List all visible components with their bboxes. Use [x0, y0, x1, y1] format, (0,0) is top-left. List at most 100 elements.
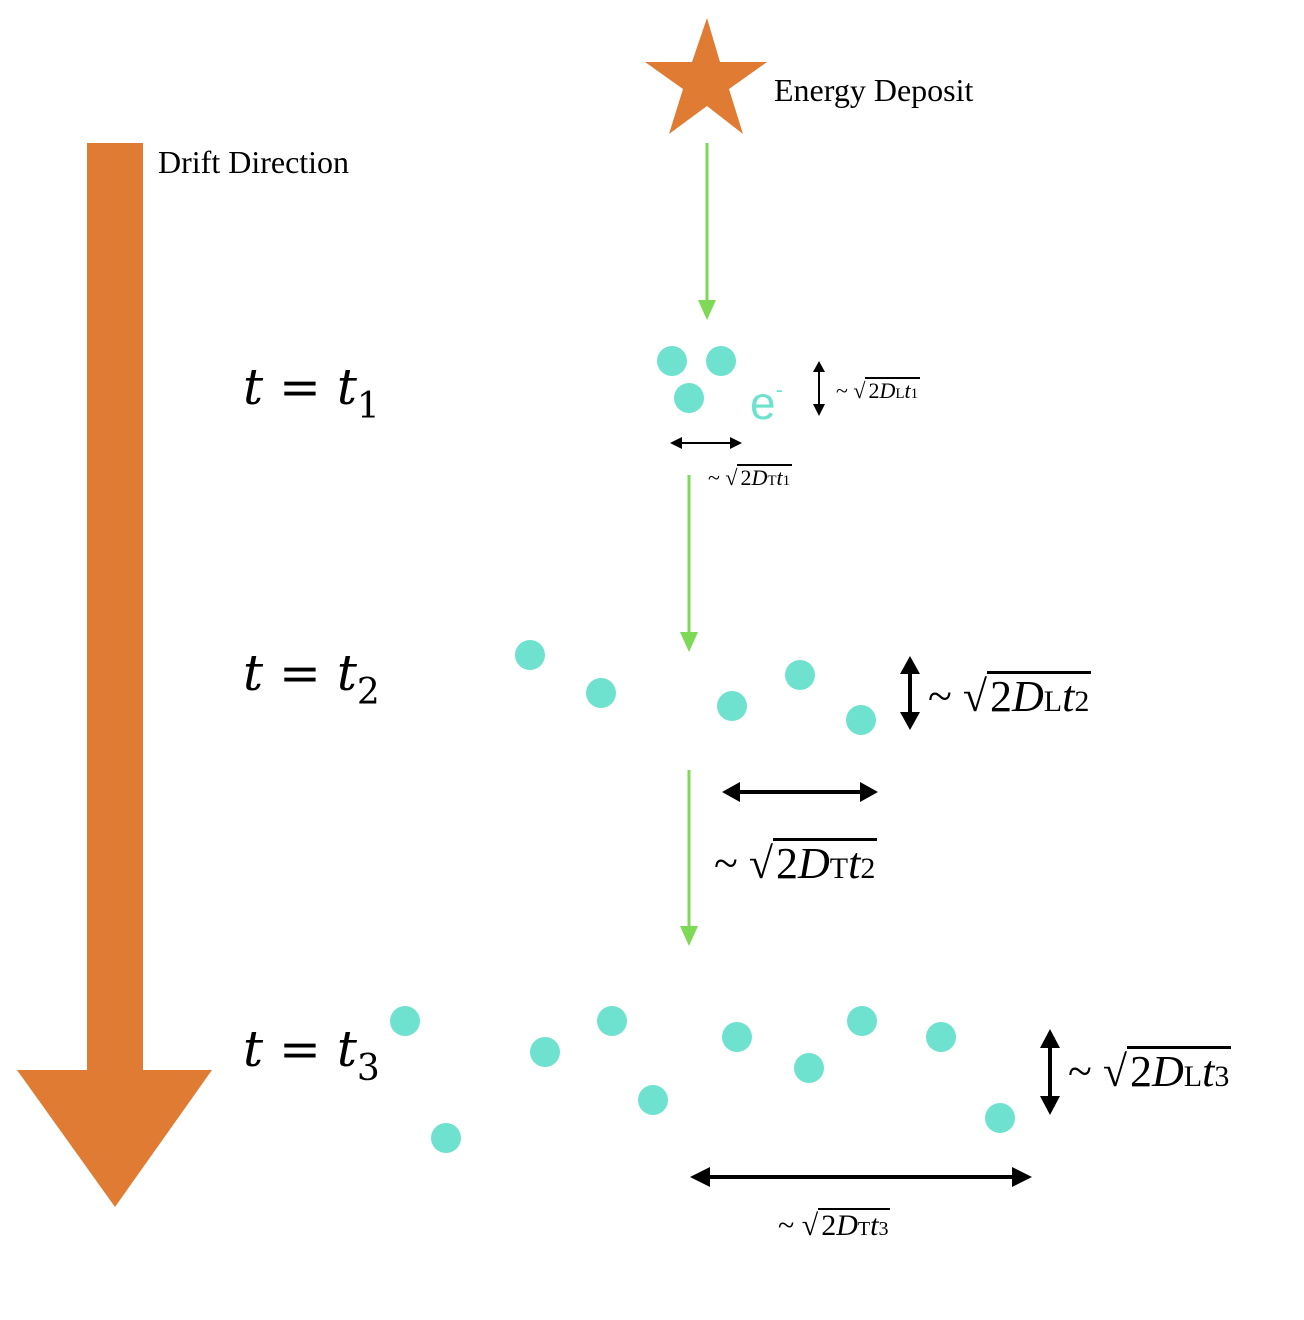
- diffusion-symbol: D: [751, 465, 768, 490]
- time-index: 2: [356, 672, 380, 713]
- longitudinal-spread-arrow-t2: [900, 656, 920, 730]
- diffusion-symbol: D: [1011, 672, 1044, 721]
- diffusion-symbol: D: [879, 378, 896, 403]
- electron-dot: [794, 1053, 824, 1083]
- diffusion-subscript: L: [895, 386, 905, 402]
- electron-dot: [785, 660, 815, 690]
- sqrt-icon: √: [962, 672, 987, 721]
- electron-charge: -: [775, 377, 783, 402]
- transverse-spread-formula-t2: ~ √2DTt2: [714, 838, 878, 888]
- tilde: ~: [836, 378, 848, 403]
- time-symbol: t: [336, 358, 357, 416]
- sqrt-icon: √: [748, 839, 773, 888]
- time-var: t: [243, 358, 264, 416]
- sqrt-icon: √: [853, 378, 866, 403]
- time-label-t2: t = t2: [243, 648, 380, 711]
- green-drift-arrow-2: [680, 475, 698, 652]
- tilde: ~: [714, 839, 738, 888]
- electron-dot: [390, 1006, 420, 1036]
- tilde: ~: [708, 465, 720, 490]
- energy-deposit-label: Energy Deposit: [774, 72, 974, 108]
- sqrt-icon: √: [1102, 1047, 1127, 1096]
- electron-cloud-t1: [657, 346, 736, 413]
- time-subscript: 1: [782, 473, 791, 489]
- electron-dot: [722, 1022, 752, 1052]
- time-label-t3: t = t3: [243, 1024, 380, 1087]
- coef: 2: [989, 672, 1012, 721]
- time-var: t: [243, 644, 264, 702]
- time-index: 3: [356, 1048, 380, 1089]
- equals-sign: =: [279, 644, 321, 702]
- time-symbol: t: [776, 465, 783, 490]
- transverse-spread-arrow-t2: [722, 782, 878, 802]
- tilde: ~: [928, 672, 952, 721]
- diffusion-symbol: D: [1151, 1047, 1184, 1096]
- time-symbol: t: [336, 1020, 357, 1078]
- time-subscript: 1: [910, 386, 919, 402]
- electron-dot: [674, 383, 704, 413]
- time-symbol: t: [870, 1209, 879, 1242]
- time-symbol: t: [1062, 672, 1075, 721]
- coef: 2: [821, 1209, 837, 1242]
- diffusion-subscript: L: [1183, 1060, 1203, 1093]
- equals-sign: =: [279, 1020, 321, 1078]
- electron-dot: [985, 1103, 1015, 1133]
- longitudinal-spread-arrow-t3: [1040, 1029, 1060, 1115]
- transverse-spread-formula-t1: ~ √2DTt1: [708, 464, 793, 490]
- coef: 2: [868, 378, 880, 403]
- time-subscript: 3: [1214, 1060, 1230, 1093]
- diffusion-subscript: L: [1043, 685, 1063, 718]
- time-subscript: 2: [860, 852, 876, 885]
- sqrt-icon: √: [801, 1209, 819, 1242]
- diffusion-symbol: D: [797, 839, 830, 888]
- tilde: ~: [778, 1209, 795, 1242]
- electron-cloud-t3: [390, 1006, 1015, 1153]
- diffusion-subscript: T: [857, 1218, 871, 1240]
- coef: 2: [1129, 1047, 1152, 1096]
- longitudinal-spread-arrow-t1: [813, 361, 825, 416]
- electron-cloud-t2: [515, 640, 876, 735]
- transverse-spread-formula-t3: ~ √2DTt3: [778, 1208, 891, 1242]
- diffusion-symbol: D: [836, 1209, 858, 1242]
- green-drift-arrow-3: [680, 770, 698, 946]
- diffusion-subscript: T: [767, 473, 777, 489]
- longitudinal-spread-formula-t2: ~ √2DLt2: [928, 671, 1092, 721]
- energy-deposit-star-icon: [645, 18, 767, 134]
- drift-direction-arrow: [17, 143, 212, 1207]
- sqrt-icon: √: [725, 465, 738, 490]
- electron-dot: [515, 640, 545, 670]
- time-var: t: [243, 1020, 264, 1078]
- time-subscript: 2: [1074, 685, 1090, 718]
- transverse-spread-arrow-t3: [690, 1167, 1032, 1187]
- tilde: ~: [1068, 1047, 1092, 1096]
- longitudinal-spread-formula-t1: ~ √2DLt1: [836, 377, 921, 403]
- drift-direction-label: Drift Direction: [158, 144, 350, 180]
- green-drift-arrow-1: [698, 143, 716, 320]
- electron-dot: [926, 1022, 956, 1052]
- electron-dot: [846, 705, 876, 735]
- time-symbol: t: [1202, 1047, 1215, 1096]
- time-subscript: 3: [878, 1218, 889, 1240]
- electron-dot: [597, 1006, 627, 1036]
- electron-label: e-: [750, 377, 783, 427]
- coef: 2: [775, 839, 798, 888]
- electron-dot: [431, 1123, 461, 1153]
- electron-dot: [657, 346, 687, 376]
- electron-dot: [530, 1037, 560, 1067]
- time-symbol: t: [904, 378, 911, 403]
- electron-dot: [717, 691, 747, 721]
- coef: 2: [740, 465, 752, 490]
- time-index: 1: [356, 386, 380, 427]
- longitudinal-spread-formula-t3: ~ √2DLt3: [1068, 1046, 1232, 1096]
- time-symbol: t: [336, 644, 357, 702]
- equals-sign: =: [279, 358, 321, 416]
- time-label-t1: t = t1: [243, 362, 380, 425]
- diffusion-subscript: T: [829, 852, 849, 885]
- electron-dot: [847, 1006, 877, 1036]
- electron-dot: [638, 1085, 668, 1115]
- transverse-spread-arrow-t1: [670, 437, 742, 449]
- time-symbol: t: [848, 839, 861, 888]
- electron-dot: [706, 346, 736, 376]
